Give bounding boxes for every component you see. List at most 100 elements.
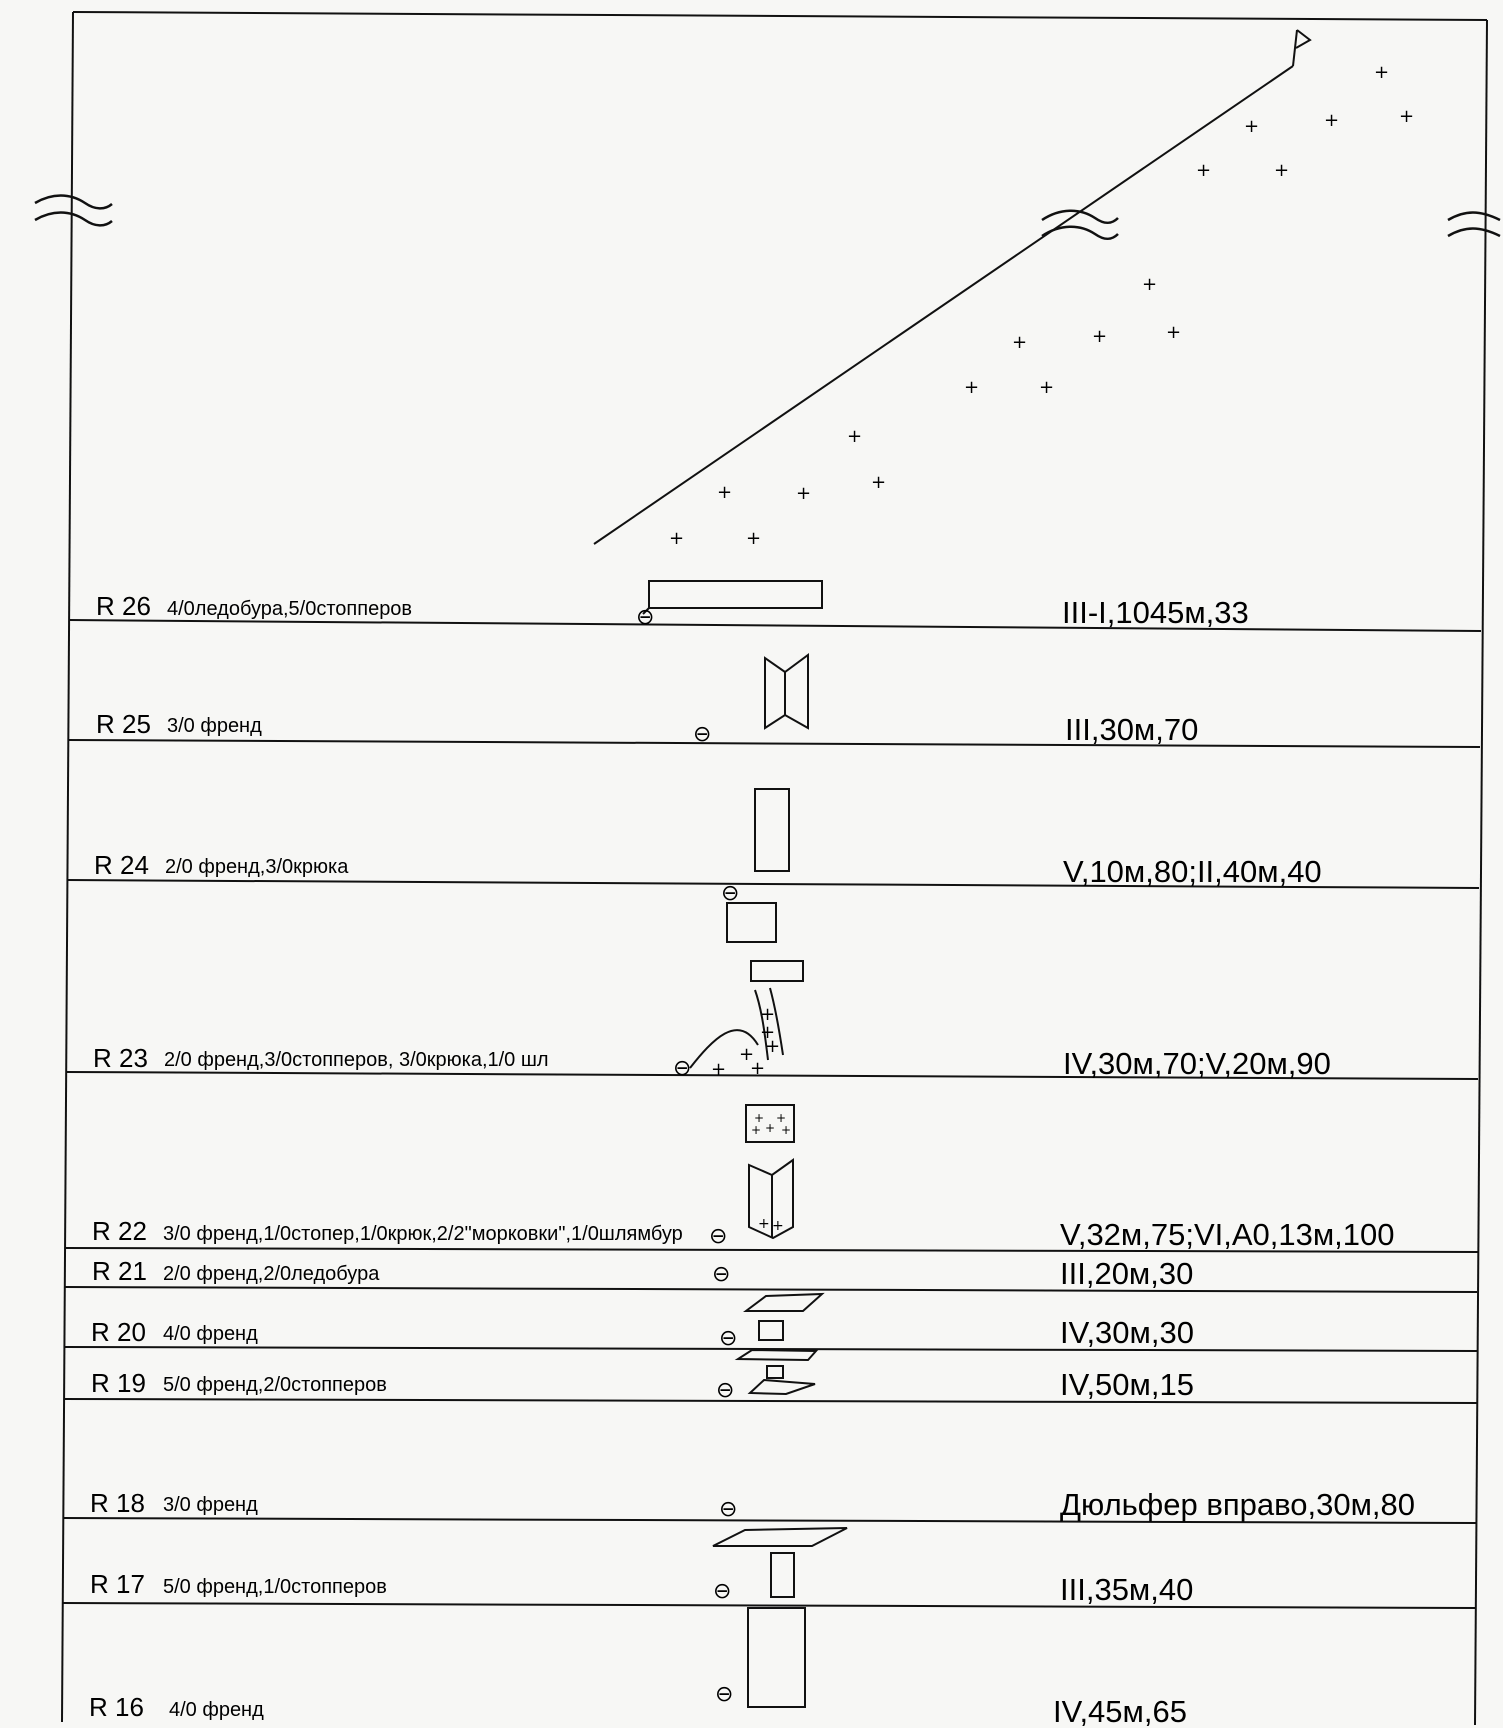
snow-cross: + [796,483,811,504]
terrain-block-r16 [747,1607,806,1708]
summit-flag-icon [1292,29,1312,67]
pitch-equipment: 5/0 френд,2/0стопперов [163,1374,387,1396]
break-mark-right [1447,211,1501,238]
divider-r25 [67,739,1481,748]
break-mark-middle [1041,209,1119,241]
terrain-block-r20 [758,1320,784,1341]
pitch-id: R 16 [89,1692,144,1722]
belay-station-r19: ⊖ [716,1378,734,1403]
snow-cross: + [1196,160,1211,181]
pitch-grade: Дюльфер вправо,30м,80 [1060,1487,1415,1522]
svg-text:+: + [758,1216,770,1232]
pitch-equipment: 4/0 френд [163,1323,258,1345]
divider-r17 [62,1602,1477,1609]
belay-station-r22: ⊖ [709,1224,727,1249]
pitch-id: R 23 [93,1043,148,1073]
pitch-equipment: 4/0ледобура,5/0стопперов [167,598,412,620]
belay-station-r25: ⊖ [693,722,711,747]
pitch-grade: IV,30м,70;V,20м,90 [1063,1046,1331,1081]
break-mark-left [34,194,113,227]
divider-r23 [65,1071,1479,1080]
wall-block-r24 [754,788,790,872]
svg-text:+: + [760,1022,775,1043]
snow-cross: + [1039,377,1054,398]
belay-station-r17: ⊖ [713,1579,731,1604]
pitch-grade: IV,50м,15 [1060,1367,1194,1402]
route-symbols [642,580,848,1708]
snow-cross: + [1399,106,1414,127]
pitch-grade: V,10м,80;II,40м,40 [1063,854,1322,889]
svg-text:+: + [751,1123,761,1137]
pitch-id: R 19 [91,1368,146,1398]
pitch-equipment: 3/0 френд,1/0стопер,1/0крюк,2/2"морковки… [163,1223,683,1245]
svg-text:+: + [765,1036,780,1057]
divider-r22 [65,1247,1479,1253]
pitch-id: R 25 [96,709,151,739]
divider-r21 [64,1286,1478,1293]
belay-station-r16: ⊖ [715,1682,733,1707]
belay-station-r23: ⊖ [673,1056,691,1081]
snow-cross: + [871,472,886,493]
pitch-grade: III-I,1045м,33 [1062,595,1249,630]
snow-box-r22 [745,1104,795,1143]
snow-cross: + [1324,110,1339,131]
svg-text:+: + [765,1121,775,1135]
svg-text:+: + [711,1059,726,1080]
pitch-id: R 17 [90,1569,145,1599]
pitch-equipment: 2/0 френд,2/0ледобура [163,1263,380,1285]
belay-station-r18: ⊖ [719,1497,737,1522]
belay-stations: ⊖ ⊖ ⊖ ⊖ ⊖ ⊖ ⊖ ⊖ ⊖ ⊖ ⊖ [636,605,739,1707]
divider-r19 [63,1398,1478,1404]
pitch-grade: III,20м,30 [1060,1256,1193,1291]
pitch-grade: III,35м,40 [1060,1572,1193,1607]
snow-cross: + [1274,160,1289,181]
terrain-block-r23a [726,902,777,943]
frame-left-border [61,11,74,1723]
terrain-block-r19 [766,1365,784,1379]
svg-text:+: + [760,1004,775,1025]
snow-cross: + [1092,326,1107,347]
pitch-equipment: 5/0 френд,1/0стопперов [163,1576,387,1598]
snow-cross: + [1374,62,1389,83]
dihedral-r22 [748,1158,794,1240]
pitch-equipment: 2/0 френд,3/0крюка [165,856,349,878]
summit-ridge-line [593,65,1294,545]
svg-text:+: + [772,1218,784,1234]
belay-station-r21: ⊖ [712,1262,730,1287]
divider-r18 [62,1517,1477,1524]
snow-cross: + [847,426,862,447]
snow-cross: + [746,528,761,549]
svg-text:+: + [781,1123,791,1137]
snow-cross: + [717,482,732,503]
snow-cross: + [1142,274,1157,295]
belay-station-r24: ⊖ [721,881,739,906]
pitch-dividers [62,619,1482,1609]
pitch-grade: IV,45м,65 [1053,1694,1187,1728]
pitch-id: R 22 [92,1216,147,1246]
pitch-id: R 20 [91,1317,146,1347]
pitch-equipment: 2/0 френд,3/0стопперов, 3/0крюка,1/0 шл [164,1049,549,1071]
pitch-id: R 24 [94,850,149,880]
snow-cross: + [1166,322,1181,343]
slab-r19a [734,1348,819,1362]
snow-cross: + [1012,332,1027,353]
dihedral-r25 [764,653,809,730]
symbol-crosses: + + + + + + + + + + + + + [711,1004,791,1234]
svg-text:+: + [739,1044,754,1065]
pitch-grade: III,30м,70 [1065,712,1198,747]
pitch-grade: V,32м,75;VI,A0,13м,100 [1060,1217,1395,1252]
divider-r20 [64,1346,1478,1352]
terrain-block-r26 [648,580,823,609]
terrain-block-r23b [750,960,804,982]
svg-text:+: + [754,1111,764,1125]
divider-r26 [68,619,1482,632]
pitch-equipment: 4/0 френд [169,1699,264,1721]
snow-cross: + [1244,116,1259,137]
belay-station-r20: ⊖ [719,1326,737,1351]
pitch-equipment: 3/0 френд [163,1494,258,1516]
svg-text:+: + [750,1058,765,1079]
pitch-labels: R 26 4/0ледобура,5/0стопперов III-I,1045… [89,591,1415,1728]
slab-r20 [743,1292,825,1312]
frame-top-border [72,11,1488,21]
